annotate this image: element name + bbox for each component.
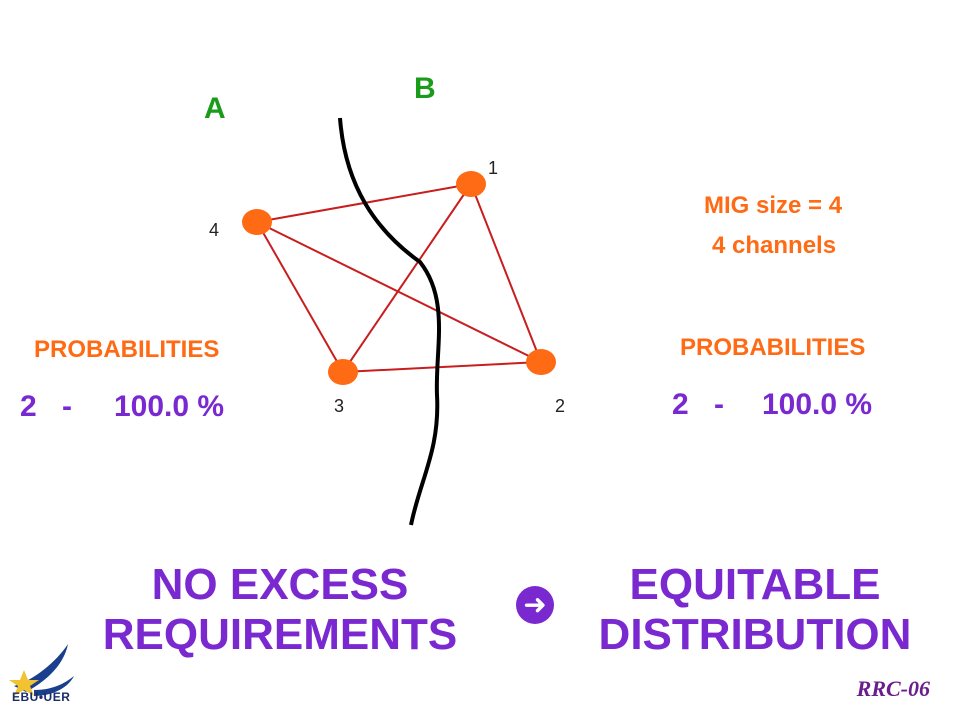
- right-probability-percent: 100.0 %: [762, 388, 873, 421]
- conclusion-left: NO EXCESS REQUIREMENTS: [60, 560, 500, 660]
- node-label-3: 3: [334, 396, 345, 416]
- conclusion-left-line2: REQUIREMENTS: [102, 610, 458, 659]
- edge-2-3: [342, 361, 542, 373]
- left-probability-percent: 100.0 %: [114, 390, 225, 423]
- node-1: [456, 171, 486, 197]
- edge-1-3: [342, 183, 472, 373]
- left-probabilities-heading: PROBABILITIES: [34, 336, 220, 363]
- edge-group: [256, 183, 542, 373]
- node-label-4: 4: [209, 220, 220, 240]
- edge-4-2: [256, 221, 542, 363]
- mig-channels-text: 4 channels: [712, 232, 837, 259]
- conclusion-right-line2: DISTRIBUTION: [598, 610, 912, 659]
- left-probability-number: 2: [20, 390, 37, 423]
- mig-size-text: MIG size = 4: [704, 192, 843, 219]
- left-probability-dash: -: [62, 390, 72, 423]
- arrow-bullet-icon: ➜: [516, 586, 554, 624]
- conclusion-left-line1: NO EXCESS: [151, 560, 409, 609]
- region-label-a: A: [204, 92, 226, 125]
- region-label-b: B: [414, 72, 436, 105]
- node-4: [242, 209, 272, 235]
- node-2: [526, 349, 556, 375]
- right-probabilities-heading: PROBABILITIES: [680, 334, 866, 361]
- ebu-logo-text: EBU•UER: [12, 690, 71, 704]
- rrc-tag: RRC-06: [856, 676, 930, 701]
- edge-3-4: [256, 221, 344, 373]
- conclusion-right-line1: EQUITABLE: [629, 560, 881, 609]
- conclusion-right: EQUITABLE DISTRIBUTION: [560, 560, 950, 660]
- node-label-1: 1: [488, 158, 499, 178]
- logo-swoosh-lower: [34, 676, 74, 696]
- node-group: [242, 171, 556, 385]
- node-3: [328, 359, 358, 385]
- right-probability-dash: -: [714, 388, 724, 421]
- ebu-logo-icon: [9, 644, 74, 696]
- logo-star-shape: [9, 670, 39, 696]
- right-probability-number: 2: [672, 388, 689, 421]
- edge-1-2: [470, 183, 542, 363]
- node-label-2: 2: [555, 396, 566, 416]
- region-boundary-line: [338, 117, 441, 526]
